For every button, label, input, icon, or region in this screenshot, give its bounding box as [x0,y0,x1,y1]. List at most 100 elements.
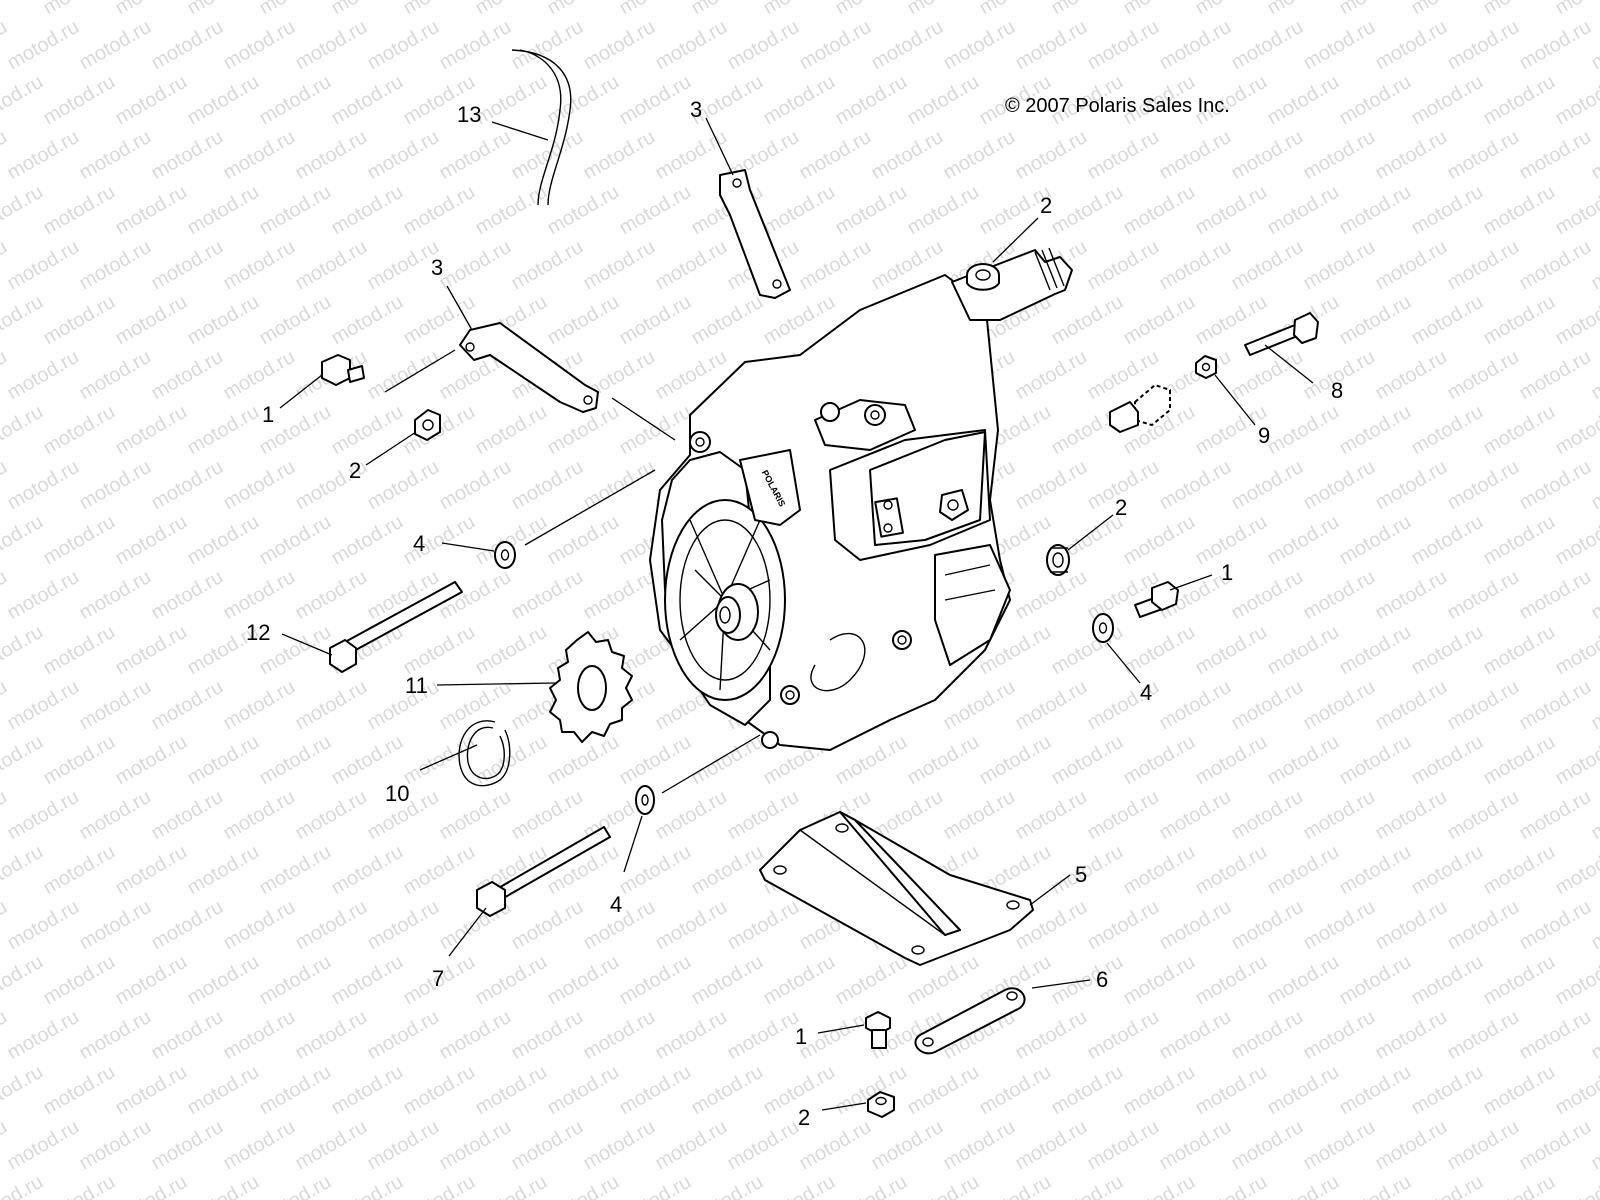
watermark-text: motod.ru [112,0,191,19]
watermark-text: motod.ru [1408,621,1487,680]
watermark-text: motod.ru [436,236,515,295]
watermark-text: motod.ru [1084,126,1163,185]
watermark-text: motod.ru [760,71,839,130]
watermark-text: motod.ru [940,126,1019,185]
watermark-text: motod.ru [868,1116,947,1175]
watermark-text: motod.ru [1156,126,1235,185]
watermark-text: motod.ru [112,71,191,130]
watermark-text: motod.ru [292,1116,371,1175]
watermark-text: motod.ru [1516,16,1595,75]
watermark-text: motod.ru [184,0,263,19]
watermark-text: motod.ru [1228,16,1307,75]
watermark-text: motod.ru [76,346,155,405]
watermark-text: motod.ru [1084,1116,1163,1175]
callout-10: 10 [385,781,409,806]
watermark-text: motod.ru [1516,1006,1595,1065]
watermark-text: motod.ru [436,126,515,185]
watermark-text: motod.ru [1480,731,1559,790]
watermark-text: motod.ru [832,951,911,1010]
watermark-text: motod.ru [0,71,47,130]
watermark-text: motod.ru [760,951,839,1010]
washer-part-4-bottom [635,785,655,815]
watermark-text: motod.ru [1408,291,1487,350]
watermark-text: motod.ru [1516,786,1595,845]
watermark-text: motod.ru [472,71,551,130]
watermark-text: motod.ru [4,16,83,75]
watermark-text: motod.ru [328,181,407,240]
watermark-text: motod.ru [0,951,47,1010]
watermark-text: motod.ru [1048,1061,1127,1120]
watermark-text: motod.ru [292,236,371,295]
watermark-text: motod.ru [652,896,731,955]
watermark-text: motod.ru [328,71,407,130]
watermark-text: motod.ru [148,896,227,955]
watermark-text: motod.ru [688,951,767,1010]
watermark-text: motod.ru [580,16,659,75]
watermark-text: motod.ru [148,456,227,515]
watermark-text: motod.ru [1264,841,1343,900]
watermark-text: motod.ru [616,0,695,19]
watermark-text: motod.ru [1120,1171,1199,1200]
watermark-text: motod.ru [1012,566,1091,625]
watermark-text: motod.ru [1048,181,1127,240]
watermark-text: motod.ru [436,1116,515,1175]
watermark-text: motod.ru [1516,676,1595,735]
watermark-text: motod.ru [472,1061,551,1120]
watermark-text: motod.ru [1480,71,1559,130]
watermark-text: motod.ru [256,291,335,350]
watermark-text: motod.ru [292,896,371,955]
watermark-text: motod.ru [1336,291,1415,350]
watermark-text: motod.ru [364,1116,443,1175]
watermark-text: motod.ru [1444,346,1523,405]
watermark-text: motod.ru [1228,346,1307,405]
watermark-text: motod.ru [1588,16,1600,75]
watermark-text: motod.ru [1480,181,1559,240]
watermark-text: motod.ru [0,0,47,19]
watermark-text: motod.ru [1444,896,1523,955]
watermark-text: motod.ru [40,951,119,1010]
watermark-text: motod.ru [148,236,227,295]
watermark-text: motod.ru [76,236,155,295]
watermark-text: motod.ru [1372,126,1451,185]
watermark-text: motod.ru [1480,291,1559,350]
watermark-text: motod.ru [184,181,263,240]
watermark-text: motod.ru [1012,1116,1091,1175]
callout-13: 13 [457,102,481,127]
watermark-text: motod.ru [1120,951,1199,1010]
watermark-text: motod.ru [1264,1061,1343,1120]
watermark-text: motod.ru [1336,1171,1415,1200]
watermark-text: motod.ru [40,401,119,460]
watermark-text: motod.ru [724,786,803,845]
watermark-text: motod.ru [508,16,587,75]
watermark-text: motod.ru [1516,1116,1595,1175]
watermark-text: motod.ru [1480,1171,1559,1200]
watermark-text: motod.ru [1552,291,1600,350]
watermark-text: motod.ru [1444,1006,1523,1065]
watermark-text: motod.ru [688,1061,767,1120]
watermark-text: motod.ru [1516,236,1595,295]
watermark-text: motod.ru [1300,1006,1379,1065]
watermark-text: motod.ru [4,676,83,735]
callout-3-left: 3 [431,255,443,280]
watermark-text: motod.ru [1588,236,1600,295]
watermark-text: motod.ru [832,1171,911,1200]
watermark-text: motod.ru [1336,731,1415,790]
watermark-text: motod.ru [1264,511,1343,570]
watermark-text: motod.ru [976,1061,1055,1120]
watermark-text: motod.ru [76,456,155,515]
watermark-text: motod.ru [40,1061,119,1120]
watermark-text: motod.ru [76,566,155,625]
watermark-text: motod.ru [400,1171,479,1200]
watermark-text: motod.ru [148,566,227,625]
watermark-text: motod.ru [256,731,335,790]
watermark-text: motod.ru [1192,1171,1271,1200]
watermark-text: motod.ru [1300,566,1379,625]
watermark-text: motod.ru [292,126,371,185]
watermark-text: motod.ru [1300,1116,1379,1175]
watermark-text: motod.ru [112,401,191,460]
watermark-text: motod.ru [1228,676,1307,735]
watermark-text: motod.ru [1408,951,1487,1010]
watermark-text: motod.ru [760,181,839,240]
watermark-text: motod.ru [1156,1116,1235,1175]
callout-7: 7 [432,966,444,991]
